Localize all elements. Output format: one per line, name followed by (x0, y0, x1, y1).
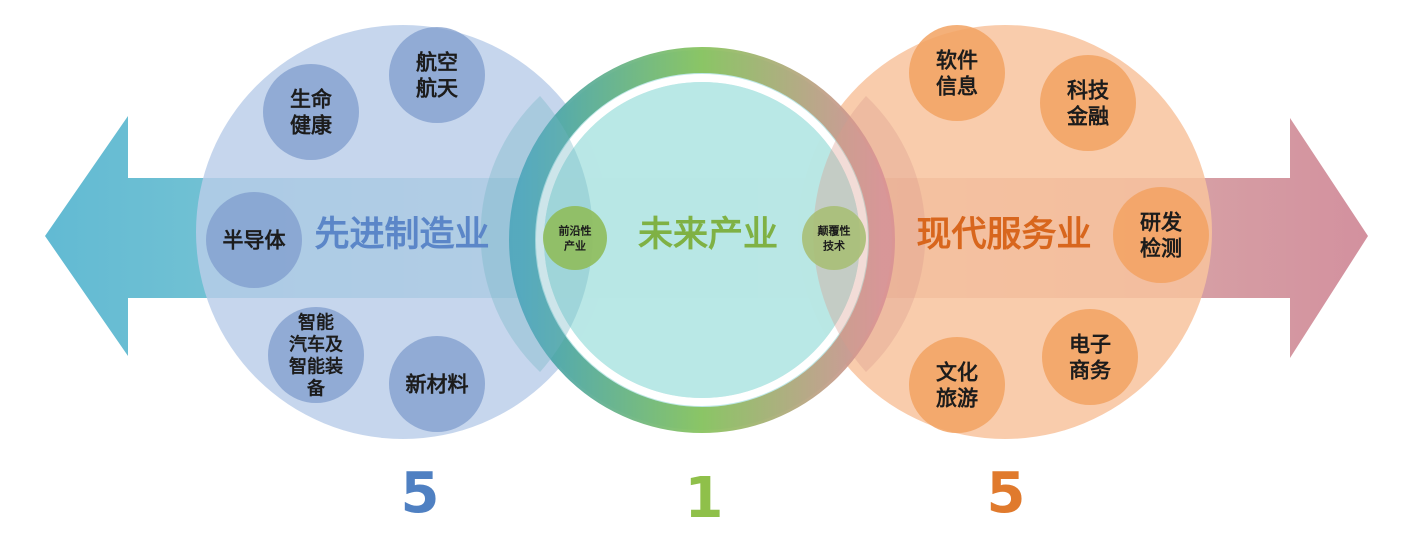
right-cluster-title: 现代服务业 (916, 215, 1091, 255)
bubble-rd-testing (1113, 187, 1209, 283)
badge-label-disruptive: 颠覆性技术 (817, 223, 851, 252)
bubble-culture-tourism (909, 337, 1005, 433)
center-cluster-count: 1 (685, 466, 724, 531)
left-cluster-count: 5 (401, 461, 440, 526)
bubble-label-semiconductor: 半导体 (223, 229, 287, 253)
center-ring (509, 47, 895, 433)
badge-frontier (543, 206, 607, 270)
left-overlap-tint (480, 96, 593, 372)
bubble-smart-vehicle (268, 307, 364, 403)
bubble-semiconductor (206, 192, 302, 288)
badge-label-frontier: 前沿性产业 (559, 223, 592, 252)
bubble-label-fintech: 科技金融 (1066, 79, 1110, 129)
bubble-ecommerce (1042, 309, 1138, 405)
bubble-life-health (263, 64, 359, 160)
bubble-labels: 航空航天生命健康半导体智能汽车及智能装备新材料 软件信息科技金融研发检测电子商务文… (223, 49, 1183, 411)
bubble-label-ecommerce: 电子商务 (1069, 333, 1112, 383)
bubble-label-rd-testing: 研发检测 (1140, 211, 1183, 261)
bubble-label-software-info: 软件信息 (936, 49, 978, 99)
bubble-label-aerospace: 航空航天 (416, 51, 459, 101)
bubble-label-smart-vehicle: 智能汽车及智能装备 (289, 311, 344, 399)
bubble-aerospace (389, 27, 485, 123)
right-cluster-count: 5 (987, 461, 1026, 526)
bubble-new-materials (389, 336, 485, 432)
center-cluster-title: 未来产业 (638, 215, 778, 255)
bubble-label-new-materials: 新材料 (406, 373, 469, 397)
badge-disruptive (802, 206, 866, 270)
bubble-software-info (909, 25, 1005, 121)
bubble-label-life-health: 生命健康 (290, 88, 333, 138)
bubble-label-culture-tourism: 文化旅游 (936, 361, 978, 411)
right-overlap-tint (813, 96, 926, 372)
center-cluster-inner (544, 82, 860, 398)
bubble-fintech (1040, 55, 1136, 151)
left-cluster-title: 先进制造业 (314, 215, 489, 255)
